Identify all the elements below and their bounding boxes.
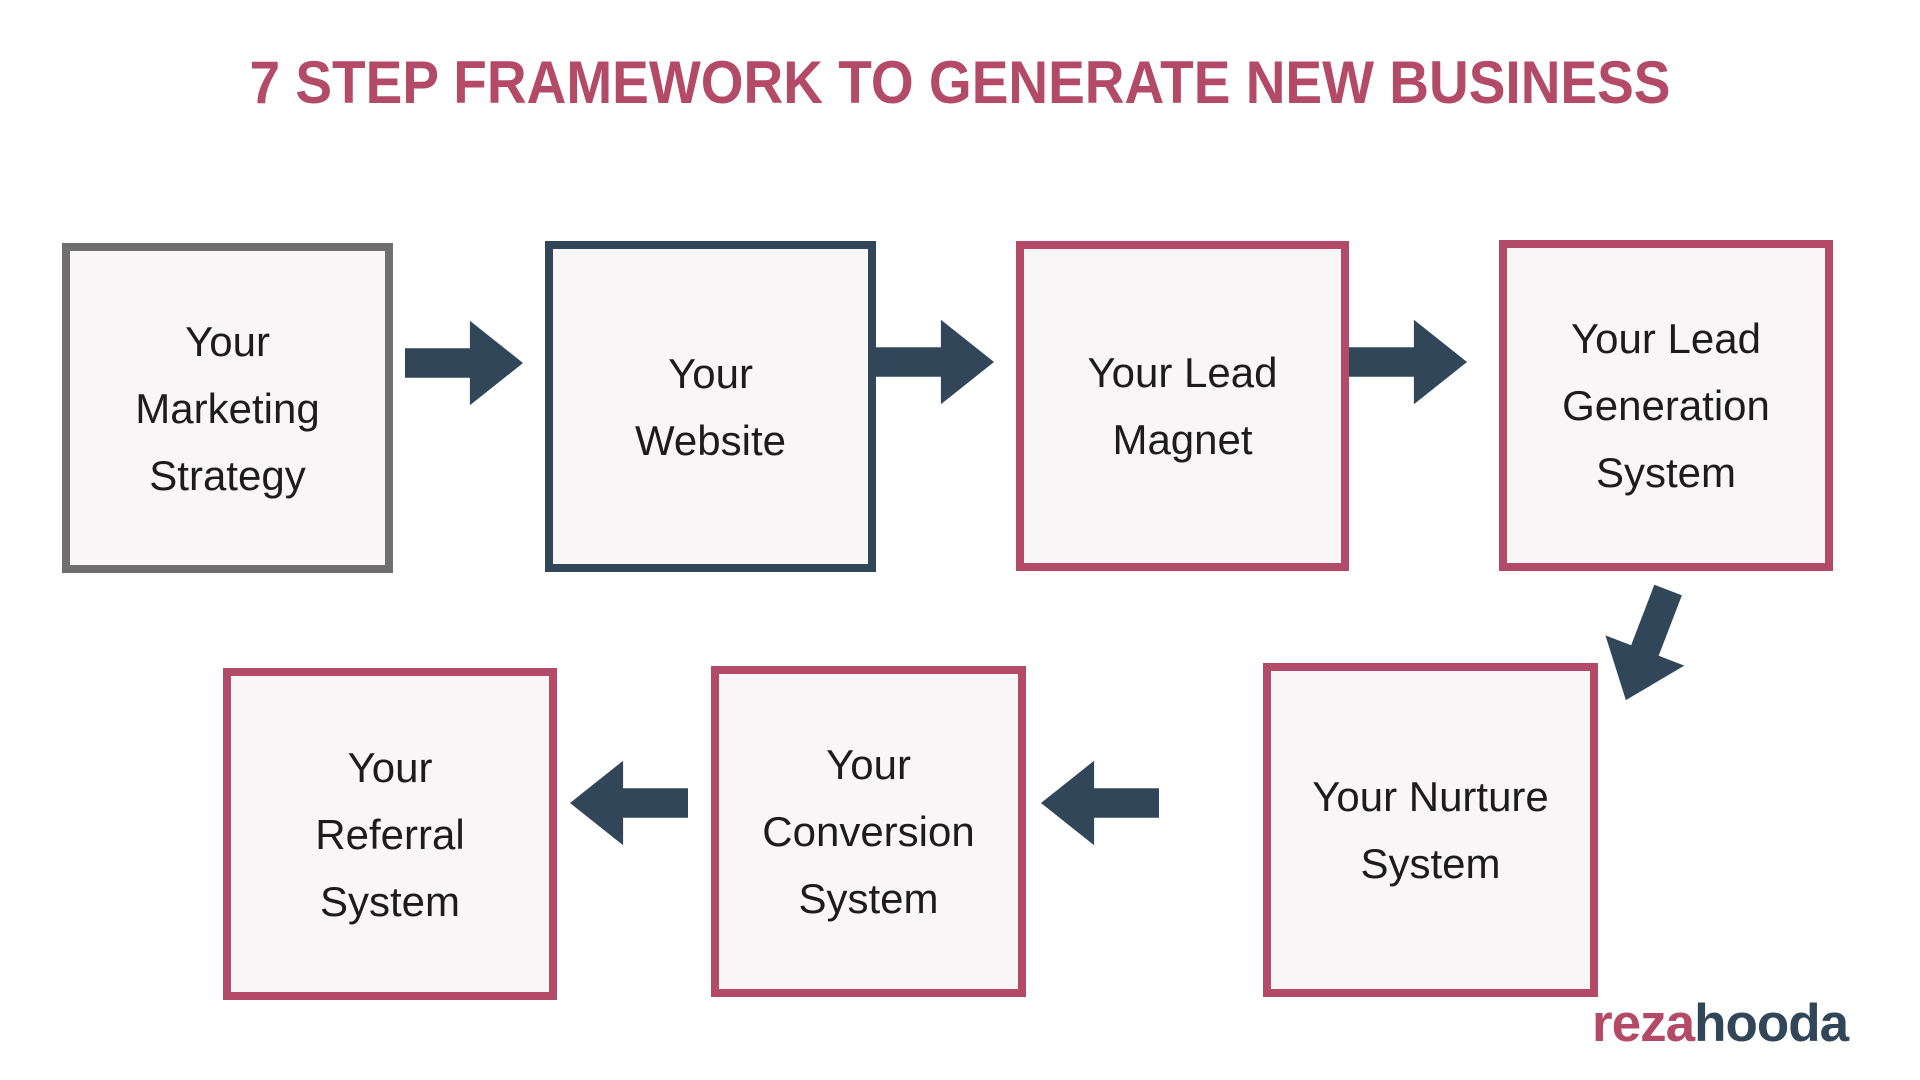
step-box-nurture-system: Your Nurture System: [1263, 663, 1598, 997]
step-box-referral-system: Your Referral System: [223, 668, 557, 1000]
arrow-right-icon: [405, 320, 523, 406]
arrow-right-icon: [876, 319, 994, 405]
step-label-line: Website: [635, 416, 786, 464]
step-label-line: Your: [668, 349, 753, 397]
step-label-line: Conversion: [762, 808, 975, 855]
step-label-line: Your: [347, 743, 433, 791]
arrow-down-left-icon: [1605, 584, 1685, 701]
step-label-line: Your Lead: [1087, 349, 1278, 396]
rezahooda-logo: rezahooda: [1592, 993, 1849, 1054]
page-title: 7 STEP FRAMEWORK TO GENERATE NEW BUSINES…: [249, 47, 1671, 117]
step-box-lead-magnet: Your Lead Magnet: [1016, 241, 1349, 571]
step-label-line: Marketing: [135, 384, 320, 432]
arrow-left-icon: [1041, 760, 1159, 846]
step-label-line: System: [798, 875, 939, 922]
arrow-right-icon: [1349, 319, 1467, 405]
logo-hooda: hooda: [1694, 994, 1849, 1053]
step-label-line: Your: [185, 317, 270, 365]
step-label-line: Magnet: [1112, 416, 1253, 463]
step-box-marketing-strategy: Your Marketing Strategy: [62, 243, 393, 573]
step-box-website: Your Website: [545, 241, 876, 572]
step-label-line: System: [1360, 840, 1501, 887]
step-label-line: Your: [826, 741, 911, 788]
logo-reza: reza: [1592, 994, 1695, 1053]
step-label-line: Referral: [315, 810, 465, 858]
step-box-conversion-system: Your Conversion System: [711, 666, 1026, 997]
step-label-line: System: [1595, 449, 1737, 496]
step-label-line: System: [319, 877, 461, 925]
step-label-line: Your Lead: [1571, 315, 1761, 362]
step-box-lead-generation-system: Your Lead Generation System: [1499, 240, 1833, 571]
step-label-line: Strategy: [149, 451, 306, 499]
arrow-left-icon: [570, 760, 688, 846]
step-label-line: Generation: [1562, 382, 1770, 429]
step-label-line: Your Nurture: [1312, 773, 1549, 820]
